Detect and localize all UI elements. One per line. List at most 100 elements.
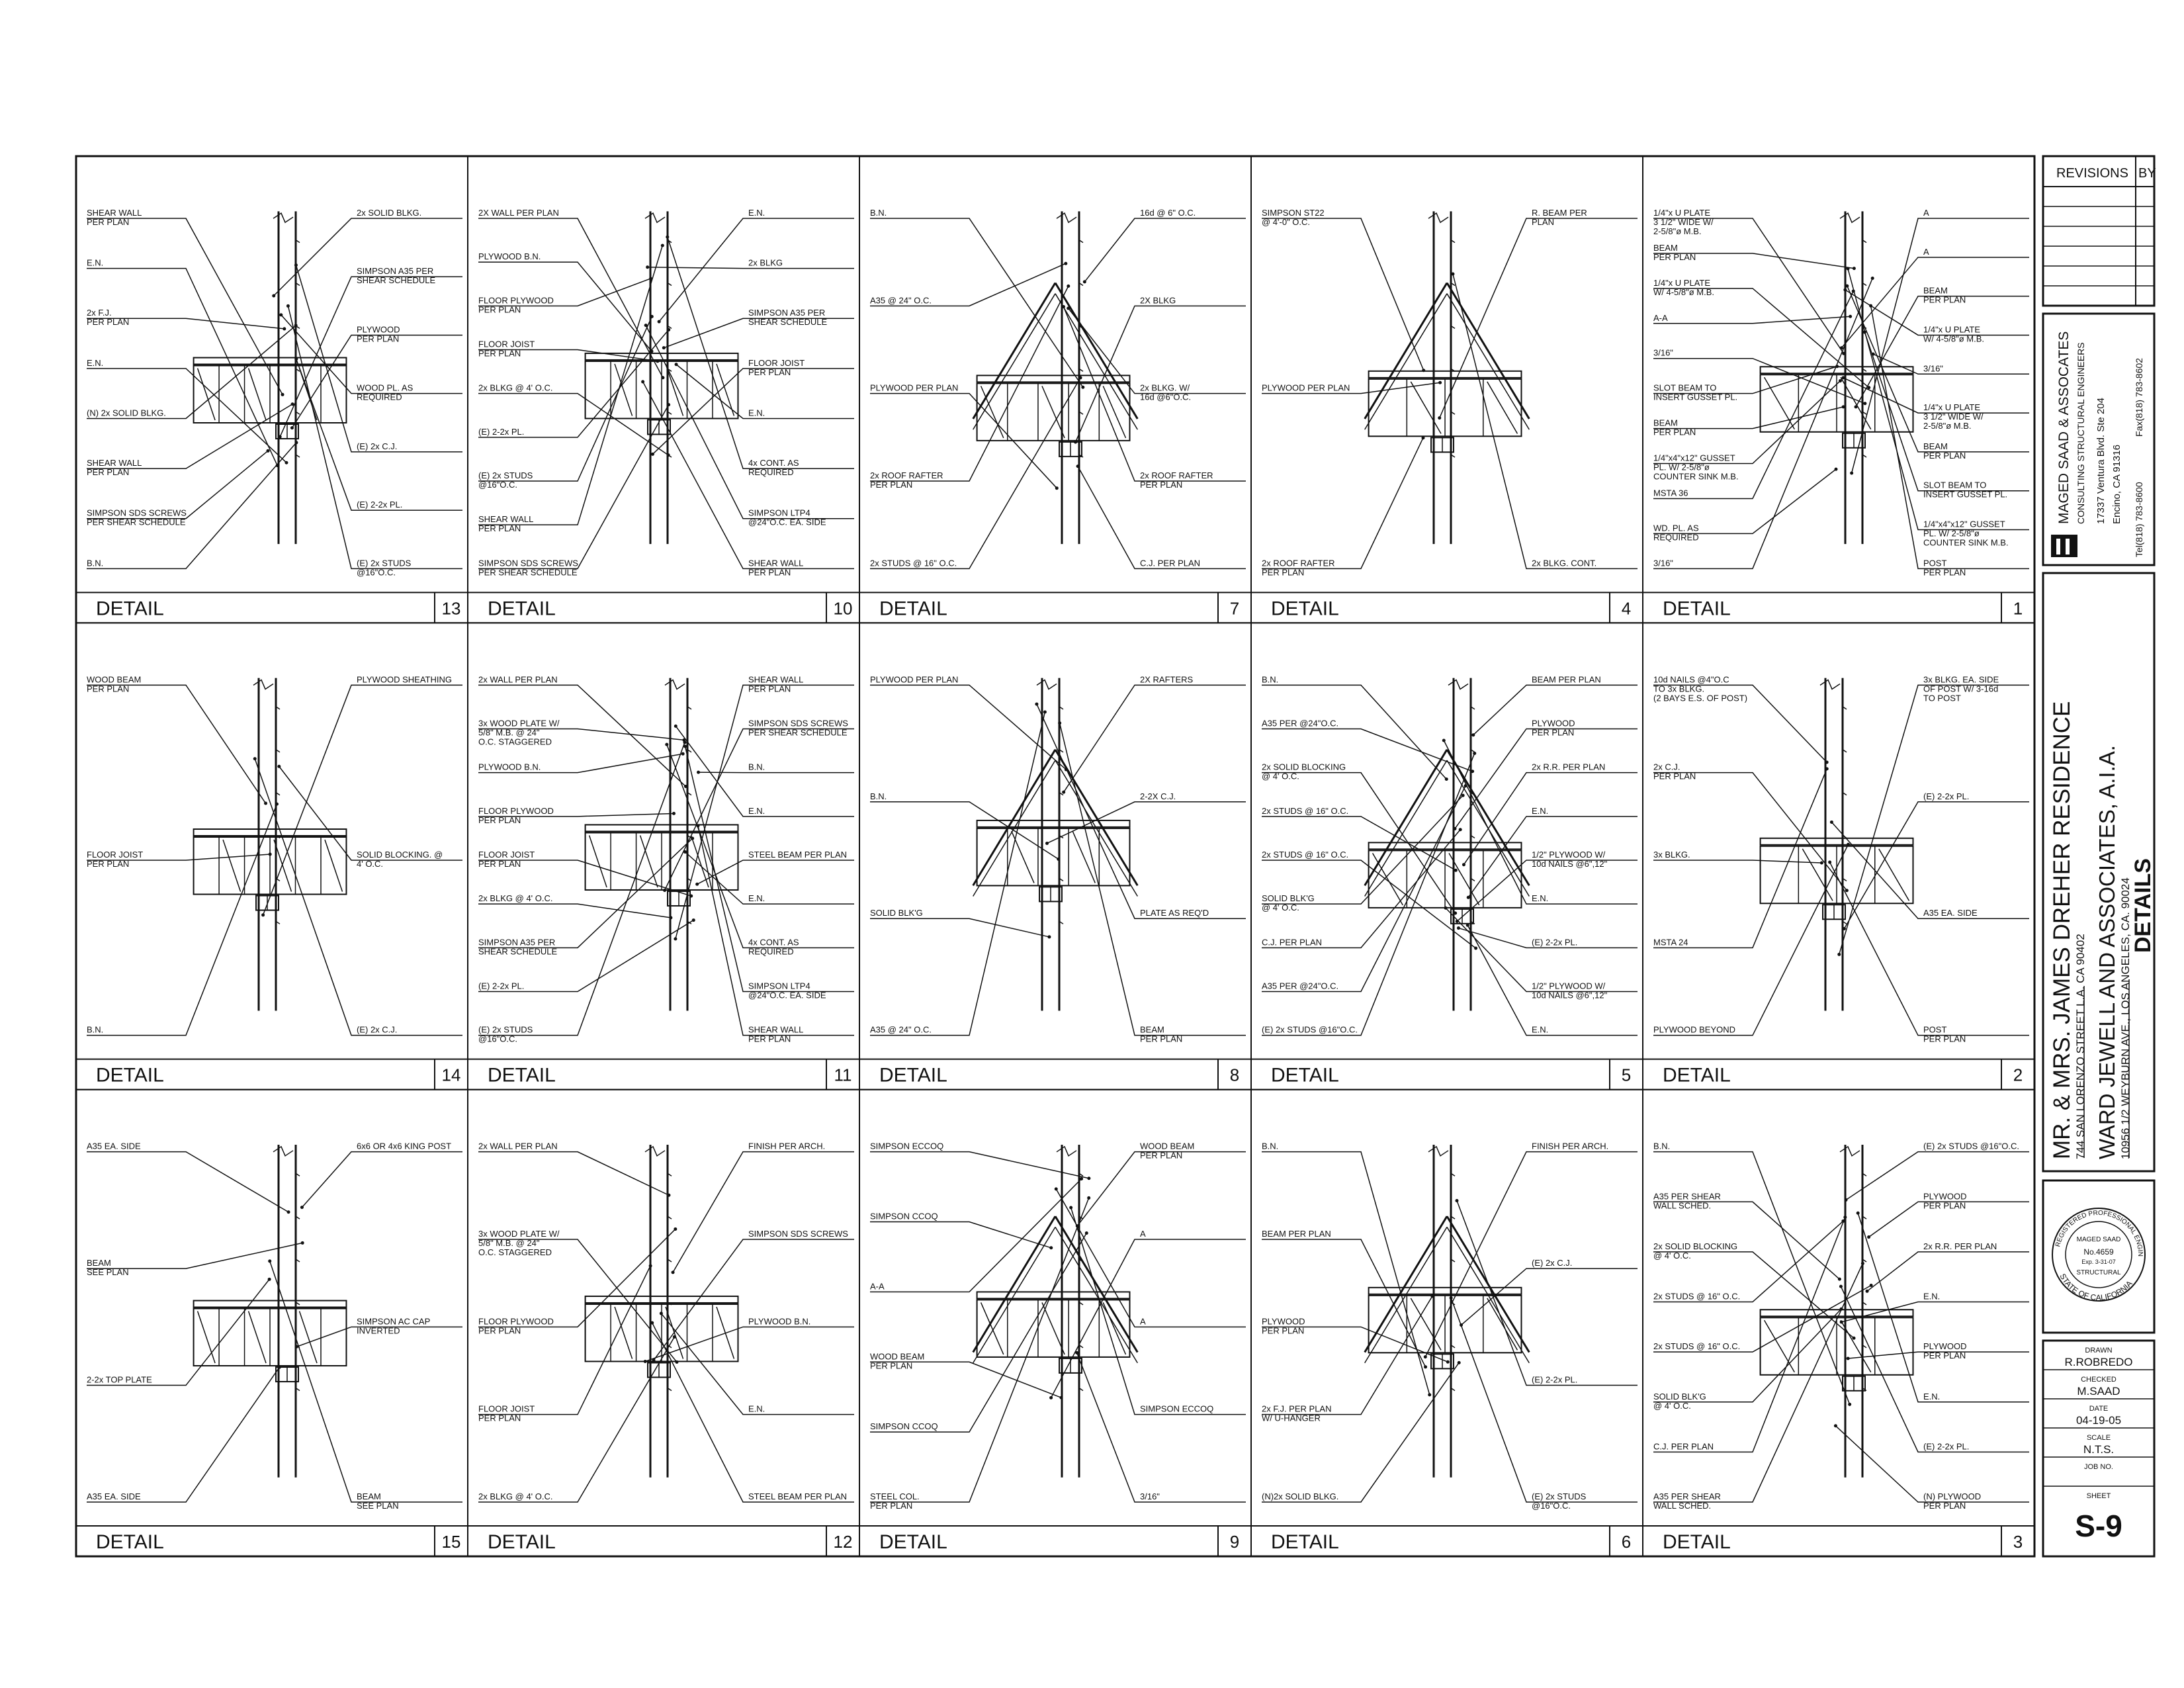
detail-sketch [1759, 678, 1914, 1011]
detail-sketch [193, 211, 347, 545]
leader-line [1653, 278, 1873, 570]
callout-note: (E) 2x C.J. [357, 441, 397, 451]
leader-line [1653, 684, 1827, 763]
leader-line [1262, 382, 1440, 394]
callout-note: 3/16" [1653, 558, 1673, 568]
callout-note: B.N. [870, 208, 887, 218]
leader-line [1036, 703, 1246, 919]
leader-line [87, 450, 269, 519]
callout-note: 2x F.J.PER PLAN [87, 308, 129, 327]
callout-note: 2x BLKG @ 4' O.C. [478, 1491, 553, 1501]
callout-note: 3/16" [1653, 348, 1673, 358]
callout-note: STEEL COL.PER PLAN [870, 1491, 920, 1511]
callout-note: A-A [1653, 313, 1668, 323]
leader-line [1458, 927, 1638, 949]
leader-line [685, 851, 854, 905]
leader-line [87, 1278, 270, 1386]
by-label: BY [2138, 166, 2156, 181]
detail-number: 1 [2013, 598, 2023, 618]
leader-line [87, 368, 287, 463]
detail-caption: DETAIL [1663, 1065, 1731, 1087]
leader-line [1439, 218, 1638, 418]
callout-note: 2x BLKG @ 4' O.C. [478, 893, 553, 903]
detail-caption: DETAIL [96, 598, 164, 619]
leader-line [478, 1239, 677, 1362]
leader-line [87, 218, 283, 395]
leader-line [1653, 1251, 1855, 1339]
leader-line [1653, 218, 1845, 354]
callout-note: PLYWOOD PER PLAN [1262, 383, 1350, 393]
leader-line [87, 267, 278, 466]
leader-line [870, 377, 1081, 570]
leader-line [478, 329, 670, 438]
callout-note: A [1140, 1229, 1146, 1239]
engineer-name: MAGED SAAD & ASSOCATES [2056, 332, 2072, 524]
callout-note: A [1140, 1316, 1146, 1326]
leader-line [87, 1151, 289, 1213]
sheet-info-box [2042, 1339, 2156, 1558]
callout-note: (E) 2x STUDS@16"O.C. [1532, 1491, 1587, 1511]
date-label: DATE [2089, 1405, 2109, 1413]
leader-line [1262, 437, 1424, 570]
leader-line [1262, 829, 1461, 949]
leader-line [653, 1239, 854, 1361]
detail-number: 8 [1230, 1065, 1239, 1085]
callout-note: (E) 2x STUDS @16"O.C. [1923, 1141, 2019, 1151]
leader-line [478, 919, 694, 993]
leader-line [1653, 290, 1854, 500]
scale-value: N.T.S. [2083, 1443, 2114, 1456]
leader-line [1262, 1326, 1448, 1362]
leader-line [1845, 1151, 2029, 1201]
leader-line [660, 1313, 854, 1415]
callout-note: (E) 2-2x PL. [1923, 791, 1969, 801]
callout-note: A-A [870, 1281, 885, 1291]
callout-note: C.J. PER PLAN [1653, 1441, 1714, 1451]
leader-line [870, 1221, 1051, 1249]
leader-line [478, 218, 664, 378]
detail-sketch [584, 1144, 739, 1478]
leader-line [1262, 728, 1473, 772]
revisions-box [2042, 155, 2156, 307]
leader-line [1840, 1286, 2029, 1453]
leader-line [478, 316, 652, 482]
callout-note: E.N. [1532, 806, 1548, 816]
leader-line [870, 1198, 1090, 1503]
leader-line [1653, 366, 1837, 394]
architect-name: WARD JEWELL AND ASSOCIATES, A.I.A. [2095, 745, 2119, 1159]
detail-number: 13 [442, 598, 461, 618]
callout-note: (E) 2-2x PL. [357, 500, 402, 510]
callout-note: 3x WOOD PLATE W/5/8" M.B. @ 24"O.C. STAG… [478, 718, 560, 746]
callout-note: 2x STUDS @ 16" O.C. [1653, 1292, 1740, 1302]
detail-caption: DETAIL [879, 1531, 947, 1553]
leader-line [870, 1233, 1087, 1433]
callout-note: PLATE AS REQ'D [1140, 908, 1209, 918]
leader-line [478, 1228, 676, 1328]
leader-line [1851, 218, 2029, 474]
leader-line [1872, 353, 2029, 375]
leader-line [1262, 1296, 1433, 1415]
leader-line [478, 684, 686, 787]
leader-line [675, 725, 854, 817]
leader-line [1653, 1220, 1844, 1303]
detail-number: 3 [2013, 1532, 2023, 1552]
leader-line [1047, 801, 1246, 844]
callout-note: MSTA 36 [1653, 488, 1688, 498]
leader-line [1077, 466, 1246, 570]
leader-line [478, 392, 669, 456]
callout-note: A [1923, 208, 1929, 218]
leader-line [667, 236, 854, 469]
